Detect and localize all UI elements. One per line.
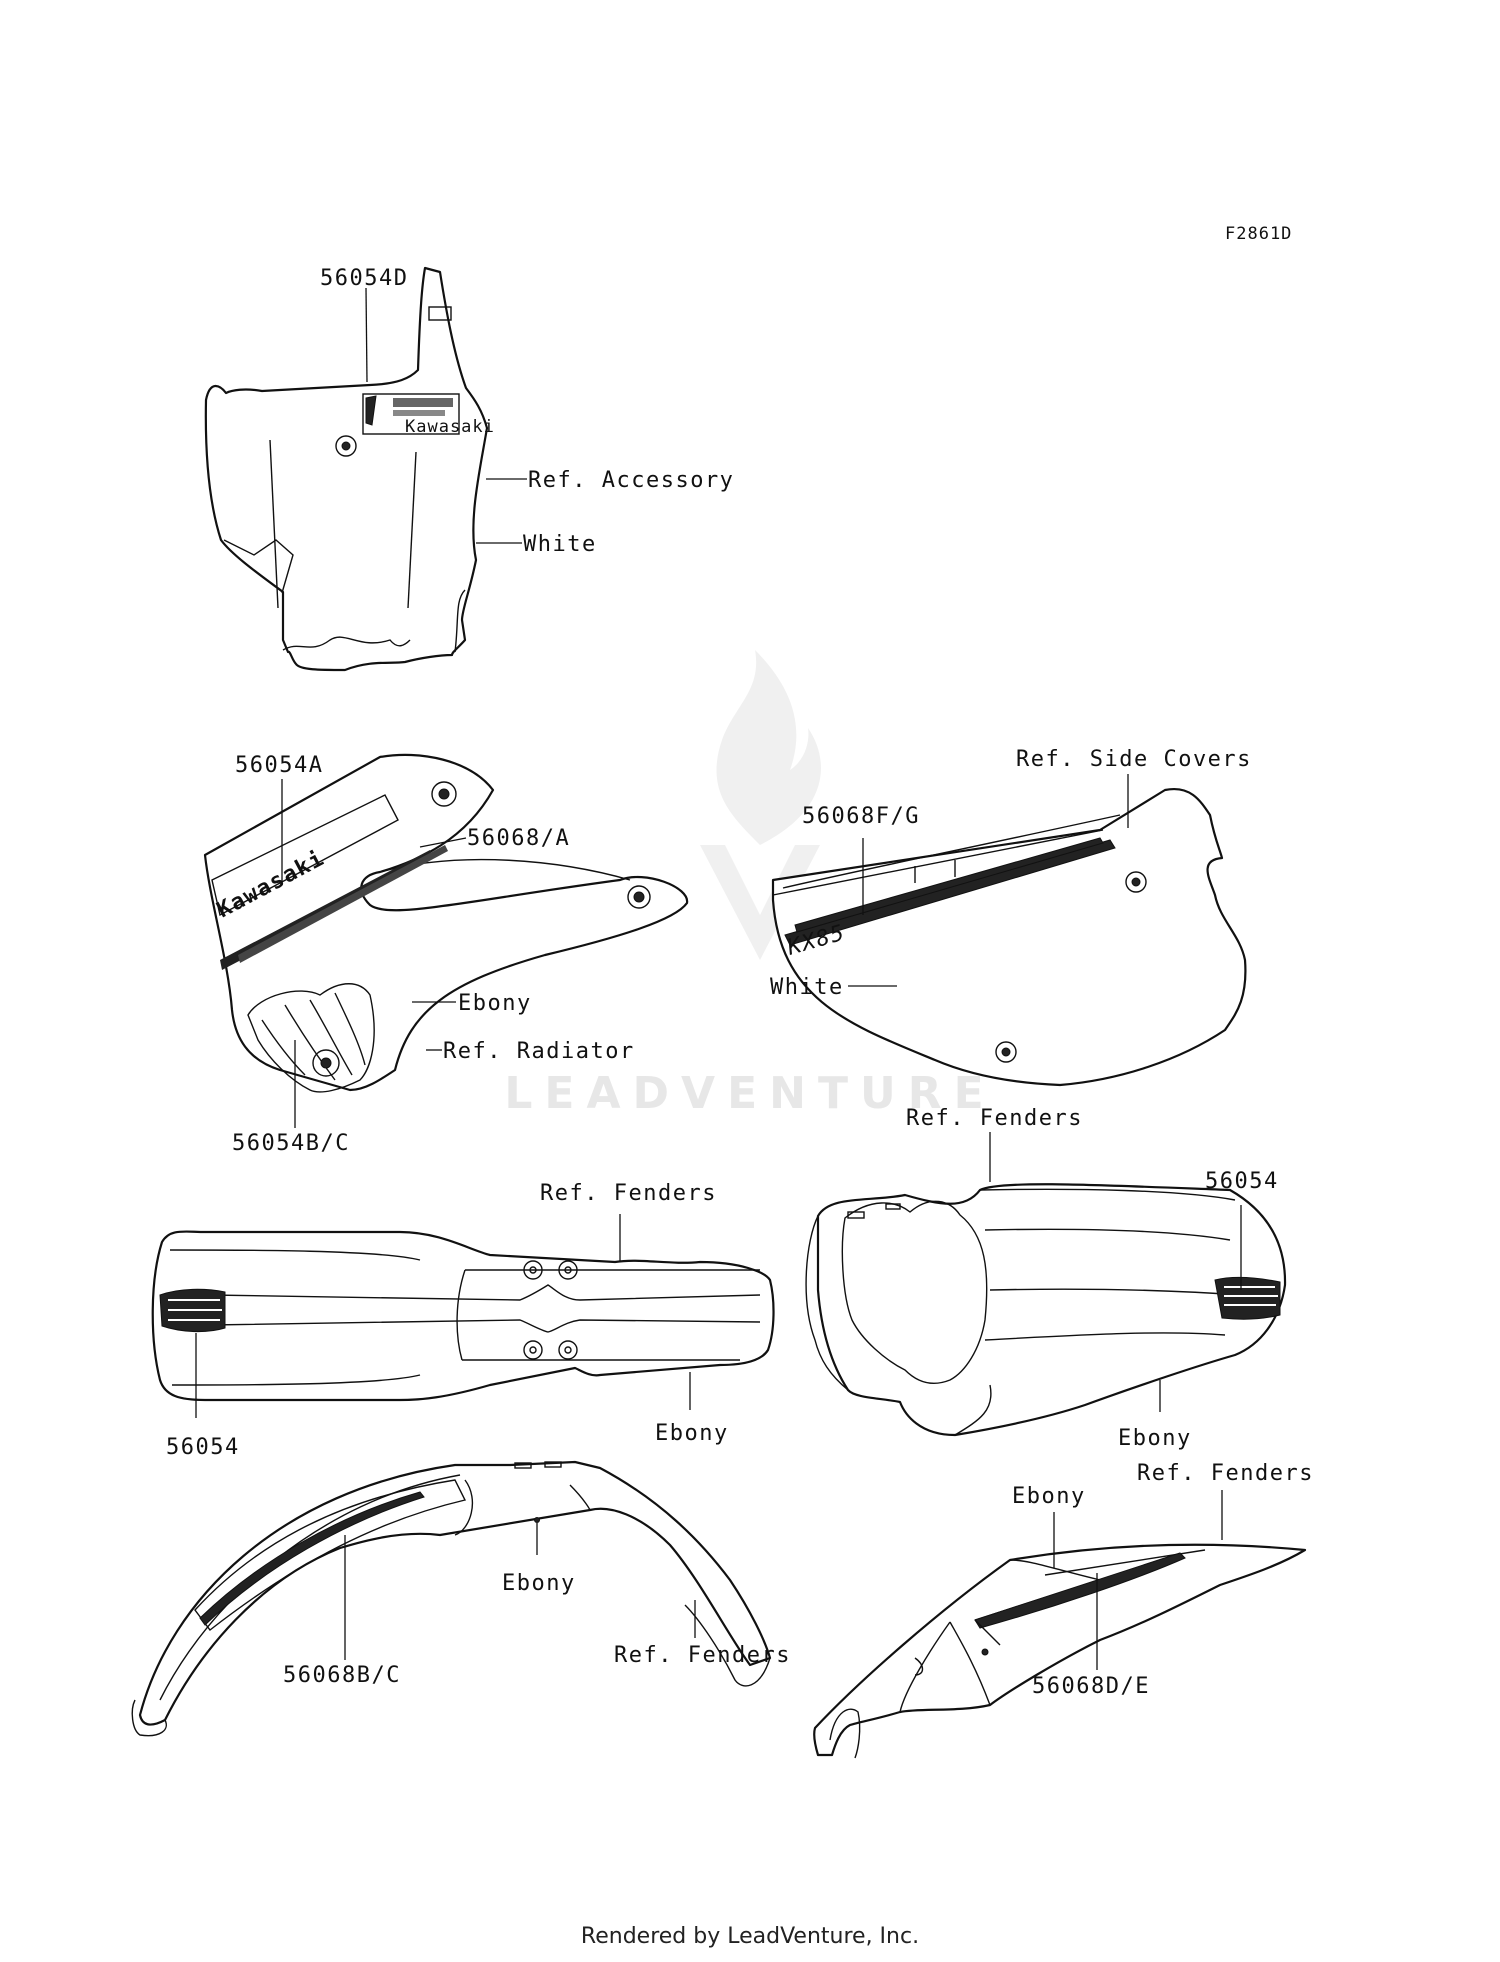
label-ebony-rear-top: Ebony	[1118, 1426, 1192, 1451]
front-fender-claw-decal	[159, 1288, 226, 1333]
label-ebony-front-side: Ebony	[502, 1571, 576, 1596]
label-56068DE: 56068D/E	[1032, 1674, 1150, 1699]
footer-credit: Rendered by LeadVenture, Inc.	[581, 1924, 919, 1949]
front-fender-side-drawing	[131, 1460, 772, 1737]
label-56068FG: 56068F/G	[802, 804, 920, 829]
plate-decal: Kawasaki	[362, 393, 495, 437]
figure-code: F2861D	[1225, 224, 1292, 244]
label-ref-radiator: Ref. Radiator	[443, 1039, 635, 1064]
label-56054A: 56054A	[235, 753, 323, 778]
label-white-plate: White	[523, 532, 597, 557]
watermark-flame-icon	[716, 650, 821, 845]
watermark-v-icon	[700, 845, 820, 960]
label-ref-fenders-rear-side: Ref. Fenders	[1137, 1461, 1314, 1486]
shroud-claw-decal	[247, 983, 375, 1093]
label-56054D: 56054D	[320, 266, 408, 291]
watermark-text: LEADVENTURE	[504, 1068, 995, 1119]
label-ref-side-covers: Ref. Side Covers	[1016, 747, 1252, 772]
label-56054BC: 56054B/C	[232, 1131, 350, 1156]
leader-56068A	[419, 837, 467, 848]
label-ref-fenders-front-side: Ref. Fenders	[614, 1643, 791, 1668]
label-56068BC: 56068B/C	[283, 1663, 401, 1688]
rear-fender-side-drawing	[813, 1543, 1307, 1759]
label-ref-fenders-mid-left: Ref. Fenders	[540, 1181, 717, 1206]
number-plate-drawing: Kawasaki	[204, 266, 495, 672]
label-56054-front: 56054	[166, 1435, 240, 1460]
radiator-shroud-drawing: Kawasaki	[203, 753, 689, 1093]
leader-56054D	[365, 287, 368, 383]
label-ebony-rear-side: Ebony	[1012, 1484, 1086, 1509]
rear-fender-claw-decal	[1214, 1276, 1281, 1320]
rear-fender-top-drawing	[805, 1183, 1287, 1437]
label-ref-accessory: Ref. Accessory	[528, 468, 734, 493]
label-ebony-shroud: Ebony	[458, 991, 532, 1016]
label-ebony-front-top: Ebony	[655, 1421, 729, 1446]
label-56068A: 56068/A	[467, 826, 570, 851]
label-white-side: White	[770, 975, 844, 1000]
label-ref-fenders-top-right: Ref. Fenders	[906, 1106, 1083, 1131]
front-fender-top-drawing	[151, 1230, 775, 1402]
label-56054-rear: 56054	[1205, 1169, 1279, 1194]
plate-decal-brand: Kawasaki	[405, 417, 495, 437]
watermark: LEADVENTURE	[504, 650, 995, 1119]
side-cover-drawing: KX85	[771, 787, 1247, 1087]
